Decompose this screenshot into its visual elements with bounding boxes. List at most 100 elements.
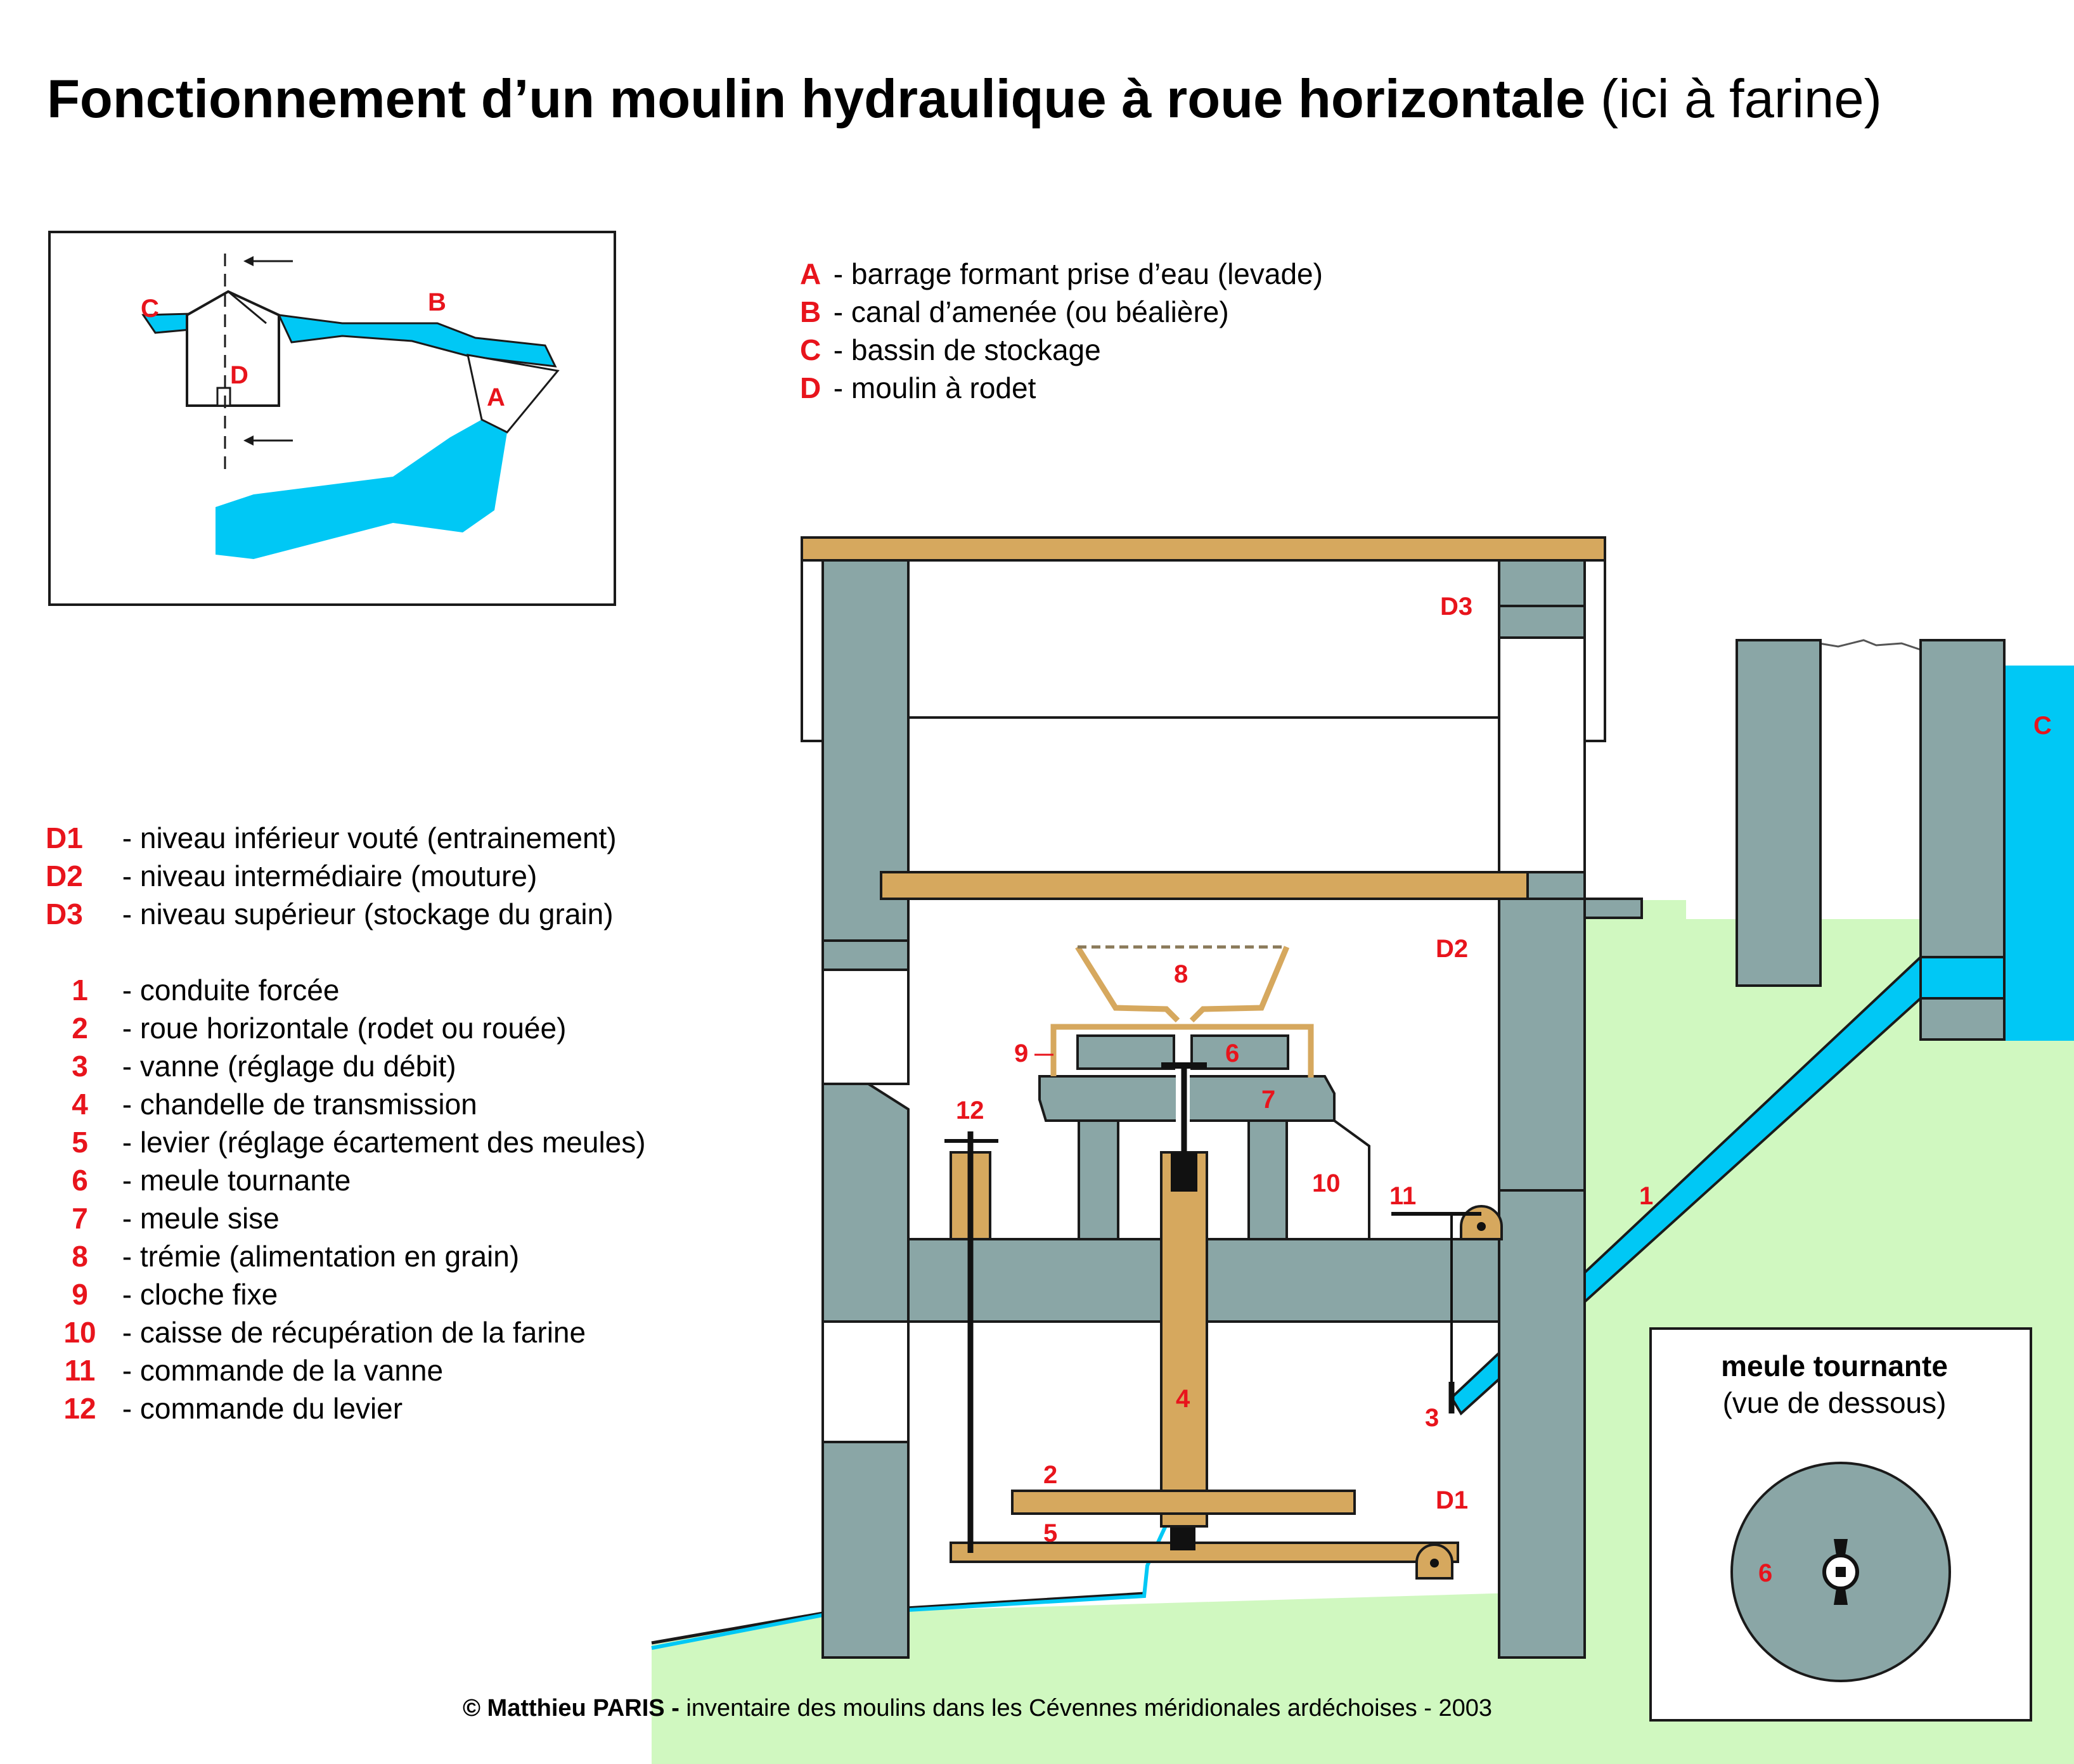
site-dam	[467, 354, 560, 434]
rynd	[1161, 1062, 1207, 1069]
site-label-b: B	[428, 288, 446, 316]
legend-part-4: 4 - chandelle de transmission	[72, 1088, 477, 1121]
legend-site-d: D - moulin à rodet	[800, 371, 1036, 404]
label-10: 10	[1312, 1169, 1341, 1197]
legend-part-7: 7 - meule sise	[72, 1202, 280, 1235]
legend-level-d2: D2 - niveau intermédiaire (mouture)	[46, 859, 538, 892]
support-left	[1078, 1114, 1119, 1240]
right-wall-right	[1919, 639, 2006, 958]
legend-level-d1: D1 - niveau inférieur vouté (entrainemen…	[46, 821, 617, 854]
label-c: C	[2033, 712, 2052, 740]
credit-author: © Matthieu PARIS -	[463, 1695, 680, 1722]
left-wall-window-low	[821, 1320, 910, 1443]
inset-label-6: 6	[1758, 1559, 1772, 1587]
label-7: 7	[1261, 1086, 1275, 1114]
legend-part-1: 1 - conduite forcée	[72, 974, 340, 1007]
legend-part-2: 2 - roue horizontale (rodet ou rouée)	[72, 1012, 567, 1045]
site-plan-frame	[48, 231, 616, 606]
mill-right-wall-top	[1498, 559, 1586, 607]
support-right	[1247, 1114, 1289, 1240]
legend-site-b: B - canal d’amenée (ou béalière)	[800, 295, 1229, 328]
roof-beam	[801, 536, 1606, 562]
legend-levels: D1 - niveau inférieur vouté (entrainemen…	[46, 819, 617, 933]
mill-right-wall-window	[1498, 636, 1586, 873]
roof-eave-left	[801, 559, 825, 742]
title-main: Fonctionnement d’un moulin hydraulique à…	[47, 69, 1586, 129]
lever	[950, 1542, 1459, 1563]
inset-subtitle: (vue de dessous)	[1722, 1386, 1947, 1419]
hill-outline	[1819, 639, 1921, 651]
left-wall-chamfer	[821, 1083, 910, 1323]
basin-c-water	[2004, 666, 2074, 1041]
label-3: 3	[1425, 1404, 1439, 1432]
basin-opening	[1919, 956, 2006, 1000]
label-4: 4	[1176, 1385, 1190, 1413]
legend-part-9: 9 - cloche fixe	[72, 1278, 278, 1311]
hopper-left	[1075, 945, 1180, 1023]
label-11: 11	[1389, 1182, 1416, 1210]
site-mill-ridge	[228, 290, 267, 325]
legend-parts: 1 - conduite forcée 2 - roue horizontale…	[46, 971, 646, 1427]
credit-line: © Matthieu PARIS - inventaire des moulin…	[463, 1695, 1492, 1722]
legend-part-3: 3 - vanne (réglage du débit)	[72, 1050, 456, 1083]
site-label-d: D	[230, 361, 248, 389]
horizontal-wheel	[1011, 1490, 1356, 1515]
left-wall-mid	[821, 939, 910, 971]
site-label-c: C	[141, 295, 159, 323]
hopper-right	[1189, 946, 1290, 1023]
site-mill-rodet	[216, 387, 231, 407]
legend-part-5: 5 - levier (réglage écartement des meule…	[72, 1126, 646, 1159]
label-d1: D1	[1436, 1486, 1468, 1514]
d2-wall-stone-right	[1498, 898, 1586, 1192]
mill-right-wall-top2	[1498, 605, 1586, 639]
legend-site-a: A - barrage formant prise d’eau (levade)	[800, 257, 1323, 290]
left-wall-base	[821, 1441, 910, 1659]
legend-part-8: 8 - trémie (alimentation en grain)	[72, 1240, 520, 1273]
label-9: 9	[1014, 1040, 1028, 1067]
label-1: 1	[1639, 1182, 1653, 1210]
label-8: 8	[1174, 960, 1188, 988]
title-suffix: (ici à farine)	[1585, 69, 1882, 129]
runner-stone-left	[1076, 1034, 1175, 1070]
page-title: Fonctionnement d’un moulin hydraulique à…	[47, 68, 1882, 131]
site-mill-body	[186, 290, 280, 407]
label-2: 2	[1043, 1461, 1057, 1489]
spindle-end-icon	[1836, 1567, 1846, 1577]
legend-part-10: 10 - caisse de récupération de la farine	[63, 1316, 586, 1349]
site-label-a: A	[487, 383, 505, 411]
runner-stone-right	[1190, 1034, 1289, 1070]
right-wall-right-low	[1919, 997, 2006, 1041]
inset-title: meule tournante	[1721, 1349, 1948, 1382]
credit-source: inventaire des moulins dans les Cévennes…	[679, 1695, 1493, 1722]
legend-part-11: 11 - commande de la vanne	[64, 1354, 444, 1387]
site-canal	[277, 314, 557, 368]
legend-level-d3: D3 - niveau supérieur (stockage du grain…	[46, 898, 614, 930]
transmission-shaft	[1160, 1151, 1208, 1528]
left-wall-window	[821, 969, 910, 1085]
label-5: 5	[1043, 1519, 1057, 1547]
lever-hinge-pin	[1430, 1559, 1439, 1568]
shaft-top	[1171, 1152, 1197, 1192]
pivot-bearing	[1170, 1528, 1195, 1550]
flour-case	[1285, 1119, 1370, 1240]
roof-eave-right	[1583, 559, 1606, 742]
ledge	[1582, 898, 1643, 919]
label-12: 12	[956, 1097, 984, 1124]
d2-ceiling-beam	[880, 871, 1529, 900]
gate-control-pin	[1477, 1222, 1486, 1231]
label-d2: D2	[1436, 935, 1468, 963]
right-wall-left	[1736, 639, 1822, 987]
site-river	[216, 420, 507, 559]
legend-site: A - barrage formant prise d’eau (levade)…	[800, 255, 1323, 407]
label-d3: D3	[1440, 593, 1472, 621]
legend-site-c: C - bassin de stockage	[800, 333, 1101, 366]
left-wall-upper	[821, 559, 910, 942]
label-6: 6	[1225, 1040, 1239, 1067]
cloche	[1050, 1024, 1314, 1078]
legend-part-12: 12 - commande du levier	[63, 1392, 403, 1425]
site-arrow-bottom-head	[243, 435, 254, 446]
site-arrow-top-head	[243, 256, 254, 266]
inset-caption: meule tournante (vue de dessous)	[1651, 1348, 2018, 1421]
legend-part-6: 6 - meule tournante	[72, 1164, 351, 1197]
